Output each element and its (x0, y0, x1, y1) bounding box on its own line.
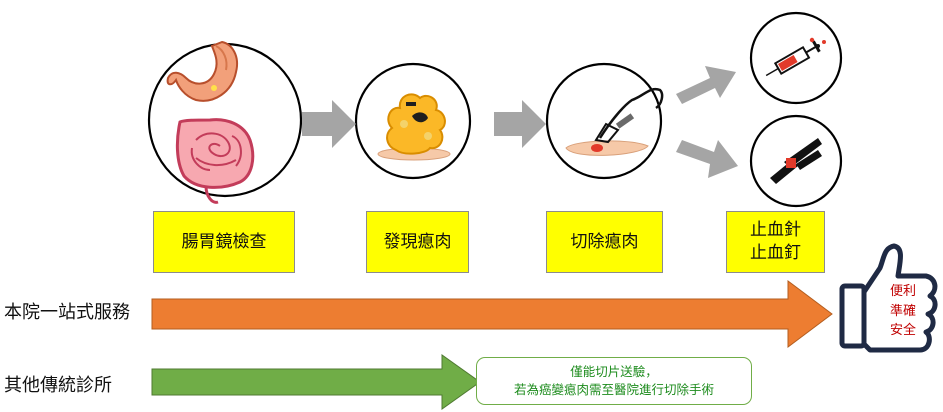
step-label-hemostasis: 止血針 止血釘 (726, 211, 825, 273)
thumb-line2: 準確 (889, 303, 916, 319)
clip-icon (770, 138, 822, 184)
step-label-text: 發現瘜肉 (383, 231, 452, 252)
row-label-traditional: 其他傳統診所 (4, 375, 112, 396)
step-label-endoscopy: 腸胃鏡檢查 (153, 211, 295, 273)
thumbs-up-icon (839, 243, 938, 353)
traditional-arrow (151, 354, 481, 410)
flow-arrow-down (676, 140, 738, 178)
thumb-label: 便利 準確 安全 (878, 282, 928, 341)
resection-circle (545, 62, 663, 180)
traditional-note: 僅能切片送驗， 若為癌變瘜肉需至醫院進行切除手術 (476, 357, 752, 405)
hemostasis-line2: 止血釘 (750, 243, 801, 263)
flow-arrow-1 (302, 100, 356, 148)
hemostasis-line1: 止血針 (750, 220, 801, 241)
one-stop-arrow (151, 280, 833, 348)
flow-arrow-2 (494, 100, 546, 148)
step-label-text: 切除瘜肉 (570, 231, 639, 252)
thumb-line1: 便利 (889, 284, 916, 299)
colon-icon (175, 118, 255, 204)
note-line1: 僅能切片送驗， (570, 363, 658, 379)
note-line2: 若為癌變瘜肉需至醫院進行切除手術 (513, 382, 714, 397)
row-label-one-stop: 本院一站式服務 (4, 302, 130, 323)
flow-arrow-up (676, 66, 736, 104)
step-label-text: 腸胃鏡檢查 (181, 231, 267, 252)
step-label-resection: 切除瘜肉 (546, 211, 663, 273)
step-label-polyp: 發現瘜肉 (366, 211, 469, 273)
polyp-icon (377, 93, 451, 161)
snare-icon (565, 87, 664, 156)
stomach-icon (166, 40, 238, 102)
thumb-line3: 安全 (889, 323, 916, 338)
